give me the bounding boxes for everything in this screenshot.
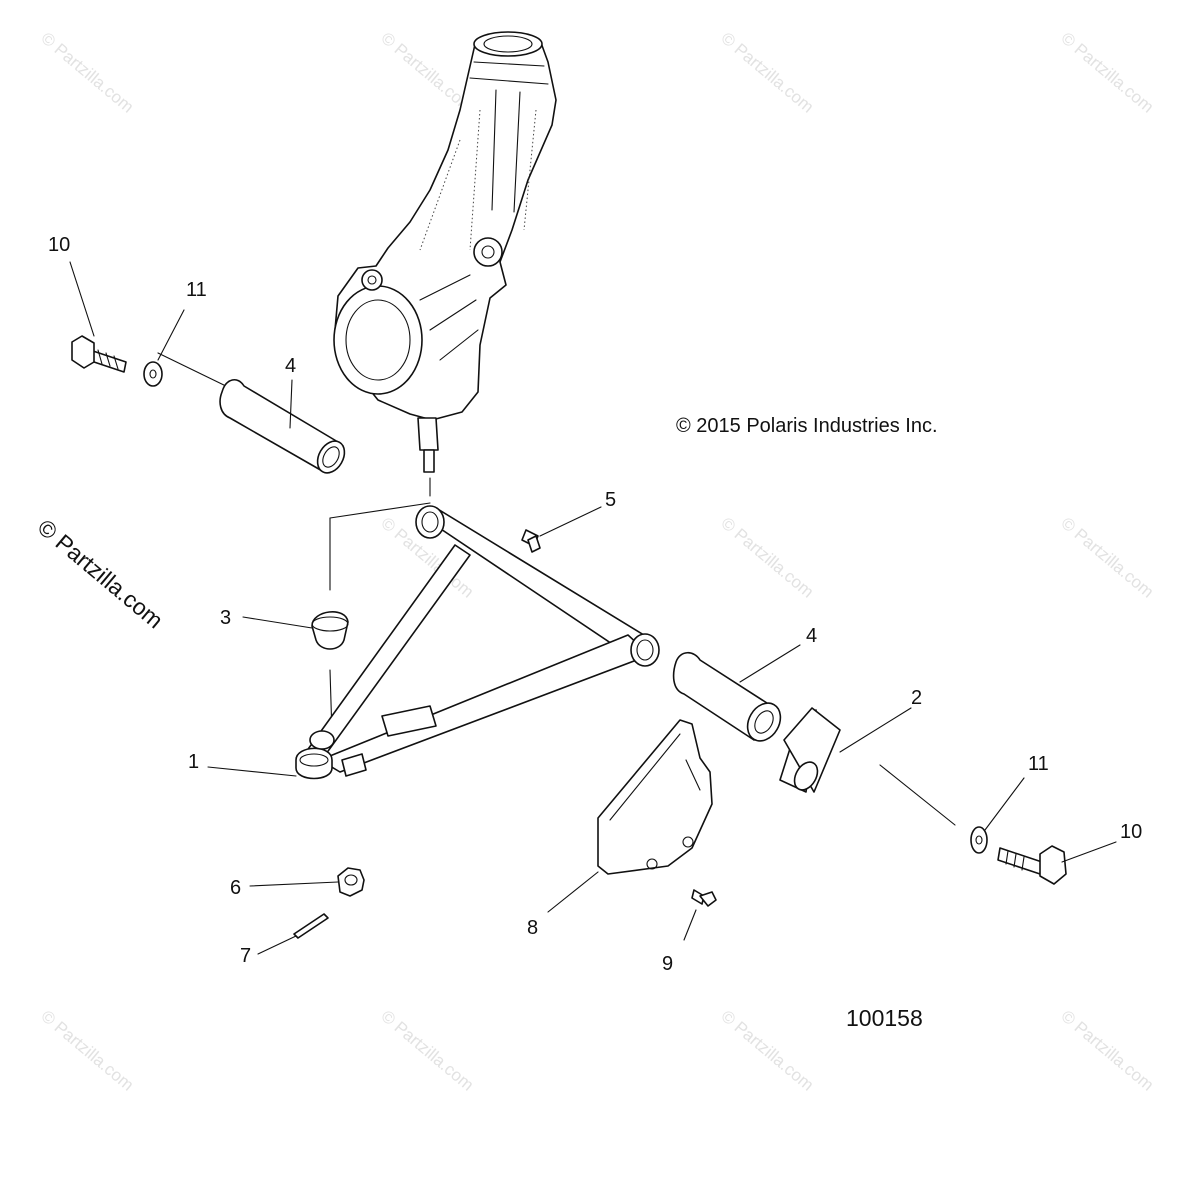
watermark: © Partzilla.com [1057, 29, 1157, 117]
callout-11-upper: 11 [186, 279, 207, 301]
callout-11-right: 11 [1028, 753, 1049, 775]
cotter-pin [293, 913, 329, 939]
callout-1: 1 [188, 751, 199, 773]
washer-right [970, 826, 988, 854]
watermark: © Partzilla.com [717, 514, 817, 602]
leader-lines [69, 261, 1117, 955]
nut [337, 867, 365, 897]
callout-6: 6 [230, 877, 241, 899]
bolt-right [997, 845, 1067, 885]
bushing-upper-left [219, 379, 346, 474]
callout-9: 9 [662, 953, 673, 975]
a-arm [295, 505, 660, 780]
steering-knuckle [333, 31, 557, 473]
callout-10-right: 10 [1120, 821, 1142, 843]
watermark: © Partzilla.com [1057, 514, 1157, 602]
screw [691, 889, 717, 907]
bolt-upper-left [71, 335, 127, 373]
watermark: © Partzilla.com [37, 1007, 137, 1095]
callout-2: 2 [911, 687, 922, 709]
watermark: © Partzilla.com [377, 1007, 477, 1095]
washer-upper-left [143, 361, 163, 387]
watermark: © Partzilla.com [717, 1007, 817, 1095]
callout-numbers: 1 2 3 4 4 5 6 7 8 9 10 10 11 11 [48, 234, 1142, 975]
diagram-reference-number: 100158 [846, 1005, 923, 1031]
callout-10-upper: 10 [48, 234, 70, 256]
callout-7: 7 [240, 945, 251, 967]
callout-4-upper: 4 [285, 355, 296, 377]
bushing-right [672, 651, 782, 742]
cap [311, 611, 349, 650]
skid-plate [597, 719, 713, 875]
spacer-sleeve [779, 707, 841, 793]
watermark: © Partzilla.com [37, 29, 137, 117]
watermark: © Partzilla.com [717, 29, 817, 117]
watermark-grid: © Partzilla.com © Partzilla.com © Partzi… [37, 29, 1157, 1095]
watermark: © Partzilla.com [1057, 1007, 1157, 1095]
copyright-notice: © 2015 Polaris Industries Inc. [676, 415, 938, 437]
grease-fitting [521, 529, 541, 553]
callout-8: 8 [527, 917, 538, 939]
callout-5: 5 [605, 489, 616, 511]
callout-4-right: 4 [806, 625, 817, 647]
callout-3: 3 [220, 607, 231, 629]
watermark-prominent: © Partzilla.com [33, 514, 168, 634]
